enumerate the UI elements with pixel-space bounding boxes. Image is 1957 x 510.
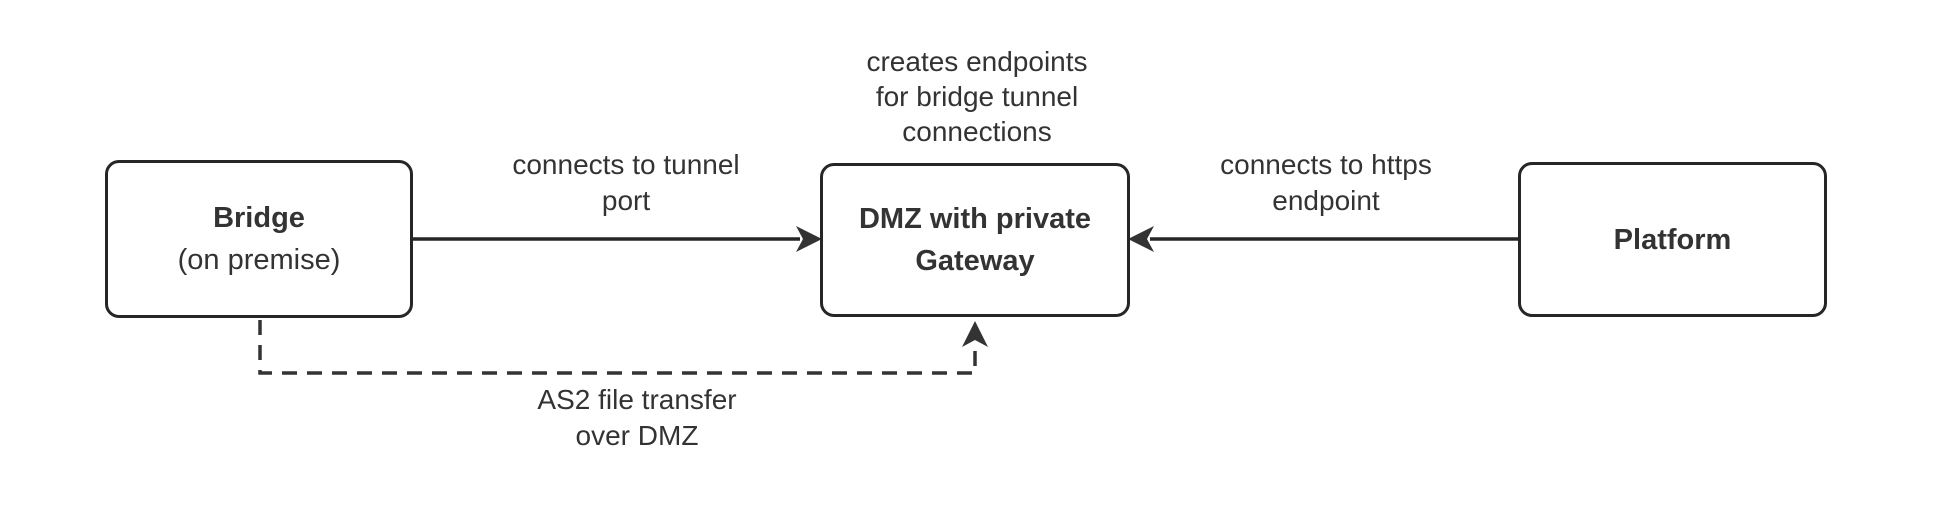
edge-label-as2-line2: over DMZ [575, 420, 699, 451]
node-dmz-title-line1: DMZ with private [858, 203, 1091, 235]
edge-label-as2-line1: AS2 file transfer [537, 384, 737, 415]
edge-label-tunnel-line1: connects to tunnel [512, 149, 740, 180]
edge-label-tunnel-port: connects to tunnel port [512, 147, 739, 219]
node-bridge-subtitle: (on premise) [177, 244, 341, 276]
edge-as2-dashed-path [258, 320, 977, 375]
edge-label-tunnel-line2: port [601, 185, 651, 216]
edge-label-https-line1: connects to https [1220, 149, 1432, 180]
arrowhead-left-icon [1128, 226, 1154, 252]
dmz-annotation-line2: for bridge tunnel [875, 81, 1079, 112]
node-bridge-title: Bridge [213, 202, 305, 234]
dmz-annotation: creates endpoints for bridge tunnel conn… [866, 44, 1087, 149]
node-bridge: Bridge (on premise) [105, 160, 413, 318]
edge-label-https-line2: endpoint [1272, 185, 1380, 216]
arrowhead-right-icon [796, 226, 822, 252]
dmz-annotation-line3: connections [902, 116, 1052, 147]
dmz-annotation-line1: creates endpoints [866, 46, 1088, 77]
node-dmz-title-line2: Gateway [915, 245, 1035, 277]
edge-label-https-endpoint: connects to https endpoint [1220, 147, 1432, 219]
arrowhead-up-icon [962, 321, 988, 347]
node-platform-title: Platform [1613, 223, 1732, 256]
edge-label-as2-transfer: AS2 file transfer over DMZ [537, 382, 736, 454]
node-dmz: DMZ with private Gateway [820, 163, 1130, 317]
node-platform: Platform [1518, 162, 1827, 317]
